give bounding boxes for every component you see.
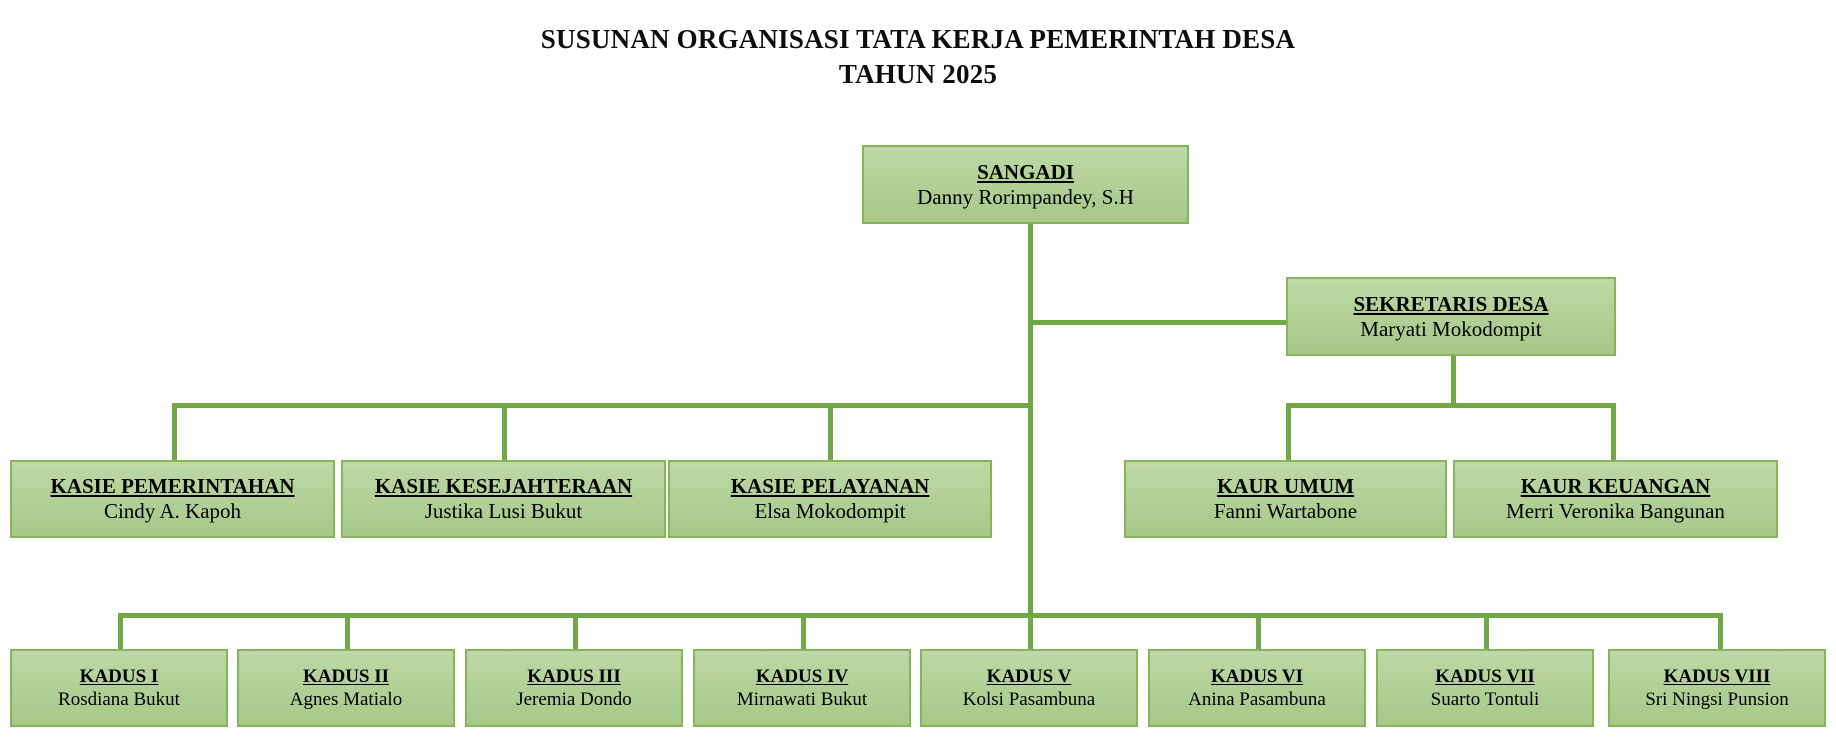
node-kadus-1-person: Rosdiana Bukut (58, 689, 180, 710)
node-kaur-keuangan-role: KAUR KEUANGAN (1520, 474, 1711, 498)
node-kadus-5[interactable]: KADUS V Kolsi Pasambuna (920, 649, 1138, 727)
node-kaur-umum-role: KAUR UMUM (1216, 474, 1355, 498)
node-kadus-2[interactable]: KADUS II Agnes Matialo (237, 649, 455, 727)
node-kadus-7-person: Suarto Tontuli (1430, 689, 1540, 710)
connector-kadus-drop-5 (1028, 613, 1033, 649)
connector-kadus-drop-3 (573, 613, 578, 649)
connector-secretary-stem (1451, 356, 1456, 403)
connector-kadus-drop-4 (801, 613, 806, 649)
node-kadus-7[interactable]: KADUS VII Suarto Tontuli (1376, 649, 1594, 727)
node-kaur-keuangan-person: Merri Veronika Bangunan (1506, 499, 1725, 523)
node-sekretaris-desa-role: SEKRETARIS DESA (1353, 291, 1549, 316)
connector-kadus-drop-7 (1484, 613, 1489, 649)
connector-kaur-drop-1 (1286, 403, 1291, 460)
node-kadus-6-person: Anina Pasambuna (1188, 689, 1326, 710)
node-kaur-keuangan[interactable]: KAUR KEUANGAN Merri Veronika Bangunan (1453, 460, 1778, 538)
node-sangadi[interactable]: SANGADI Danny Rorimpandey, S.H (862, 145, 1189, 224)
title-line-2: TAHUN 2025 (838, 59, 998, 89)
node-kadus-6-role: KADUS VI (1210, 666, 1304, 687)
node-kadus-7-role: KADUS VII (1435, 666, 1535, 687)
connector-kaur-bar (1286, 403, 1616, 408)
node-kadus-2-role: KADUS II (302, 666, 390, 687)
node-kasie-pemerintahan-role: KASIE PEMERINTAHAN (50, 474, 295, 498)
page-title: SUSUNAN ORGANISASI TATA KERJA PEMERINTAH… (0, 22, 1836, 92)
connector-kadus-drop-2 (345, 613, 350, 649)
node-kadus-3-role: KADUS III (527, 666, 621, 687)
connector-kadus-drop-1 (118, 613, 123, 649)
node-sekretaris-desa[interactable]: SEKRETARIS DESA Maryati Mokodompit (1286, 277, 1616, 356)
node-kadus-1-role: KADUS I (79, 666, 159, 687)
node-sangadi-role: SANGADI (977, 159, 1074, 184)
node-kadus-8-person: Sri Ningsi Punsion (1645, 689, 1789, 710)
node-kadus-4[interactable]: KADUS IV Mirnawati Bukut (693, 649, 911, 727)
node-kasie-pelayanan[interactable]: KASIE PELAYANAN Elsa Mokodompit (668, 460, 992, 538)
connector-kasie-drop-1 (172, 403, 177, 460)
node-kadus-5-role: KADUS V (986, 666, 1072, 687)
node-kasie-kesejahteraan[interactable]: KASIE KESEJAHTERAAN Justika Lusi Bukut (341, 460, 666, 538)
node-kadus-8-role: KADUS VIII (1663, 666, 1771, 687)
node-kasie-pelayanan-role: KASIE PELAYANAN (730, 474, 930, 498)
node-kadus-6[interactable]: KADUS VI Anina Pasambuna (1148, 649, 1366, 727)
node-sekretaris-desa-person: Maryati Mokodompit (1360, 316, 1542, 341)
node-kaur-umum-person: Fanni Wartabone (1213, 499, 1358, 523)
title-line-1: SUSUNAN ORGANISASI TATA KERJA PEMERINTAH… (540, 24, 1296, 54)
connector-kaur-drop-2 (1611, 403, 1616, 460)
node-kadus-5-person: Kolsi Pasambuna (962, 689, 1096, 710)
connector-kasie-drop-3 (828, 403, 833, 460)
node-kadus-1[interactable]: KADUS I Rosdiana Bukut (10, 649, 228, 727)
node-kasie-kesejahteraan-person: Justika Lusi Bukut (424, 499, 583, 523)
node-kasie-kesejahteraan-role: KASIE KESEJAHTERAAN (374, 474, 633, 498)
node-kasie-pemerintahan-person: Cindy A. Kapoh (103, 499, 242, 523)
node-kaur-umum[interactable]: KAUR UMUM Fanni Wartabone (1124, 460, 1447, 538)
connector-head-to-secretary (1028, 320, 1286, 325)
node-kadus-8[interactable]: KADUS VIII Sri Ningsi Punsion (1608, 649, 1826, 727)
node-sangadi-person: Danny Rorimpandey, S.H (917, 184, 1134, 209)
node-kadus-4-person: Mirnawati Bukut (736, 689, 868, 710)
node-kadus-4-role: KADUS IV (755, 666, 849, 687)
connector-kadus-bar (118, 613, 1723, 618)
connector-kasie-bar (172, 403, 1033, 408)
connector-trunk-main (1028, 224, 1033, 649)
connector-kadus-drop-8 (1718, 613, 1723, 649)
connector-kasie-drop-2 (502, 403, 507, 460)
node-kasie-pelayanan-person: Elsa Mokodompit (754, 499, 906, 523)
connector-kadus-drop-6 (1256, 613, 1261, 649)
node-kadus-3-person: Jeremia Dondo (516, 689, 632, 710)
node-kasie-pemerintahan[interactable]: KASIE PEMERINTAHAN Cindy A. Kapoh (10, 460, 335, 538)
node-kadus-2-person: Agnes Matialo (289, 689, 403, 710)
node-kadus-3[interactable]: KADUS III Jeremia Dondo (465, 649, 683, 727)
